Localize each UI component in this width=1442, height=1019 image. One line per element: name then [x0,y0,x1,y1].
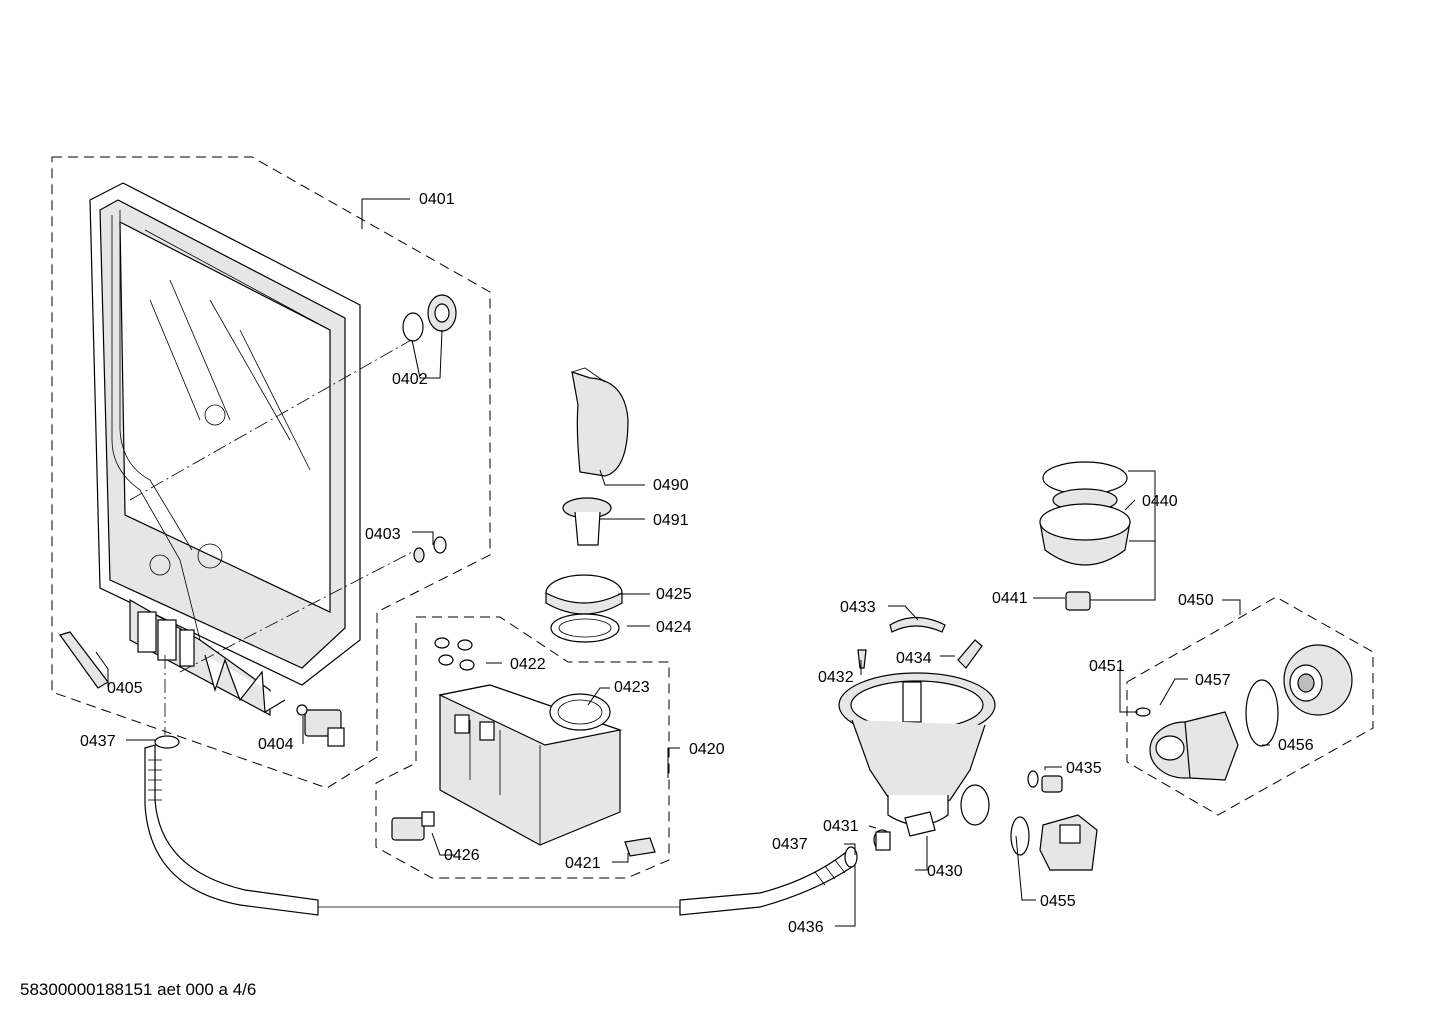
footer-document-id: 58300000188151 aet 000 a 4/6 [20,980,257,999]
lid-part-0425 [545,574,623,615]
tub-panel [89,182,421,735]
heater-top-part-0440 [1039,461,1131,566]
clip-part-0421 [624,837,656,857]
funnel-part-0490 [571,367,629,477]
sensor-part-0441 [1065,591,1091,611]
group-outline-0420 [375,616,670,879]
label-0404: 0404 [258,736,294,753]
label-0432: 0432 [818,669,854,686]
fitting-part-0431 [873,829,891,851]
label-0437-b: 0437 [772,836,808,853]
label-0423: 0423 [614,679,650,696]
clamp-part-0433 [889,616,946,633]
pump-part-0455 [1010,814,1098,871]
label-0440: 0440 [1142,493,1178,510]
leader-lines [95,198,1270,927]
label-0491: 0491 [653,512,689,529]
group-outline-0450 [1126,596,1374,816]
label-0434: 0434 [896,650,932,667]
label-0441: 0441 [992,590,1028,607]
fitting-parts-0403 [413,536,447,563]
cap-part-0491 [562,497,612,546]
seal-parts-0422 [434,637,475,671]
circulation-pump-parts-0450 [1135,644,1353,781]
label-0433: 0433 [840,599,876,616]
label-0451: 0451 [1089,658,1125,675]
label-0401: 0401 [419,191,455,208]
sensor-part-0435 [1027,770,1063,793]
label-0430: 0430 [927,863,963,880]
label-0405: 0405 [107,680,143,697]
label-0425: 0425 [656,586,692,603]
label-0437-a: 0437 [80,733,116,750]
label-0490: 0490 [653,477,689,494]
screw-part-0432 [857,649,867,669]
group-outline-0401 [51,156,491,789]
label-0421: 0421 [565,855,601,872]
sump-assembly [838,672,996,837]
valve-part-0426 [391,811,435,841]
label-0402: 0402 [392,371,428,388]
drain-hose [144,735,858,916]
label-0456: 0456 [1278,737,1314,754]
label-0420: 0420 [689,741,725,758]
label-0435: 0435 [1066,760,1102,777]
label-0422: 0422 [510,656,546,673]
valve-part-0404 [296,704,345,747]
lever-part-0434 [957,639,983,669]
label-0450: 0450 [1178,592,1214,609]
bracket-part-0405 [59,631,109,689]
label-0436: 0436 [788,919,824,936]
label-0457: 0457 [1195,672,1231,689]
ring-part-0424 [550,613,620,643]
label-0424: 0424 [656,619,692,636]
label-0426: 0426 [444,847,480,864]
softener-assembly [438,684,623,846]
label-0431: 0431 [823,818,859,835]
part-labels: 0401 0402 0403 0404 0405 0437 0420 0421 … [80,191,1314,936]
seal-ring-parts-0402 [402,294,457,342]
label-0455: 0455 [1040,893,1076,910]
label-0403: 0403 [365,526,401,543]
